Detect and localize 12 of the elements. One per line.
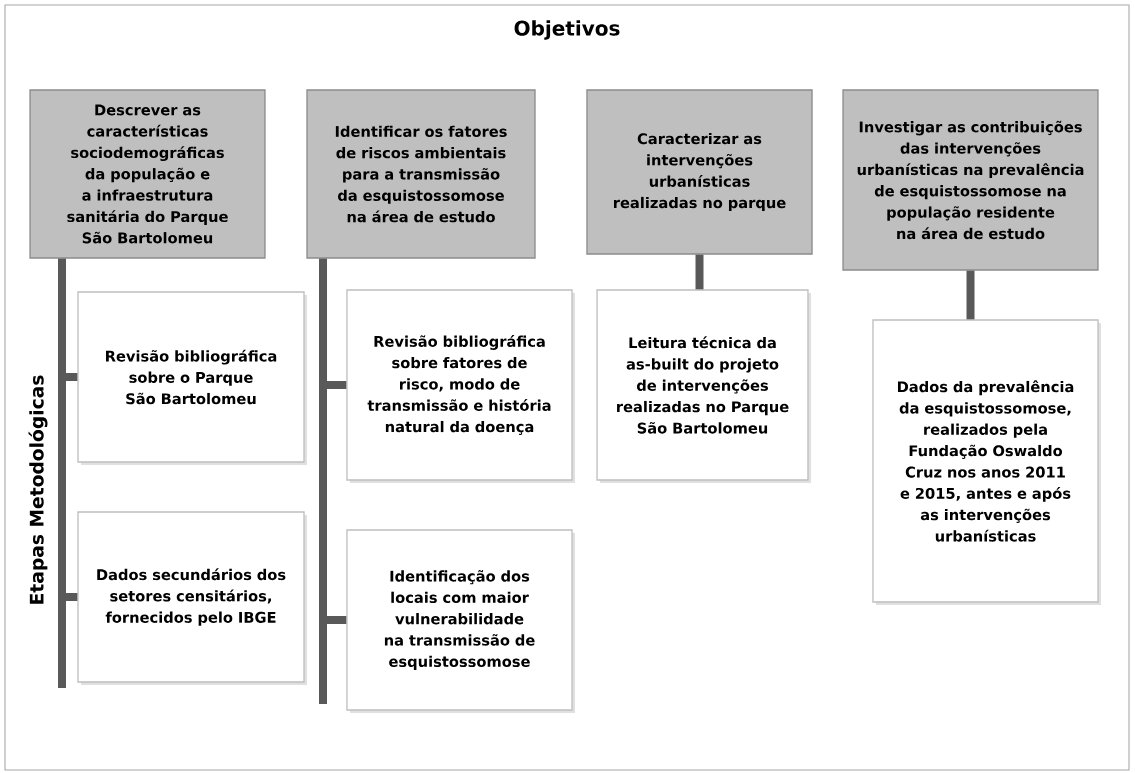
step-box: Leitura técnica da as-built do projeto de intervenções realizadas no Parque São Bartolomeu xyxy=(596,289,809,481)
objective-box: Investigar as contribuições das intervenções urbanísticas na prevalência de esquistossomose na população residente na área de estudo xyxy=(842,89,1099,271)
step-box: Dados secundários dos setores censitários, fornecidos pelo IBGE xyxy=(77,511,305,683)
side-label: Etapas Metodológicas xyxy=(28,375,48,604)
step-box: Dados da prevalência da esquistossomose, realizados pela Fundação Oswaldo Cruz nos anos 2011 e 2015, antes e após as intervenções urbanísticas xyxy=(872,319,1099,603)
objective-box: Identificar os fatores de riscos ambientais para a transmissão da esquistossomose na área de estudo xyxy=(306,89,536,259)
step-box: Revisão bibliográfica sobre fatores de risco, modo de transmissão e história natural da doença xyxy=(346,289,573,481)
title: Objetivos xyxy=(514,20,620,40)
step-box: Revisão bibliográfica sobre o Parque São Bartolomeu xyxy=(77,291,305,463)
step-box: Identificação dos locais com maior vulnerabilidade na transmissão de esquistossomose xyxy=(346,529,573,711)
objective-box: Descrever as características sociodemográficas da população e a infraestrutura sanitária do Parque São Bartolomeu xyxy=(29,89,266,259)
objective-box: Caracterizar as intervenções urbanísticas realizadas no parque xyxy=(586,89,813,255)
